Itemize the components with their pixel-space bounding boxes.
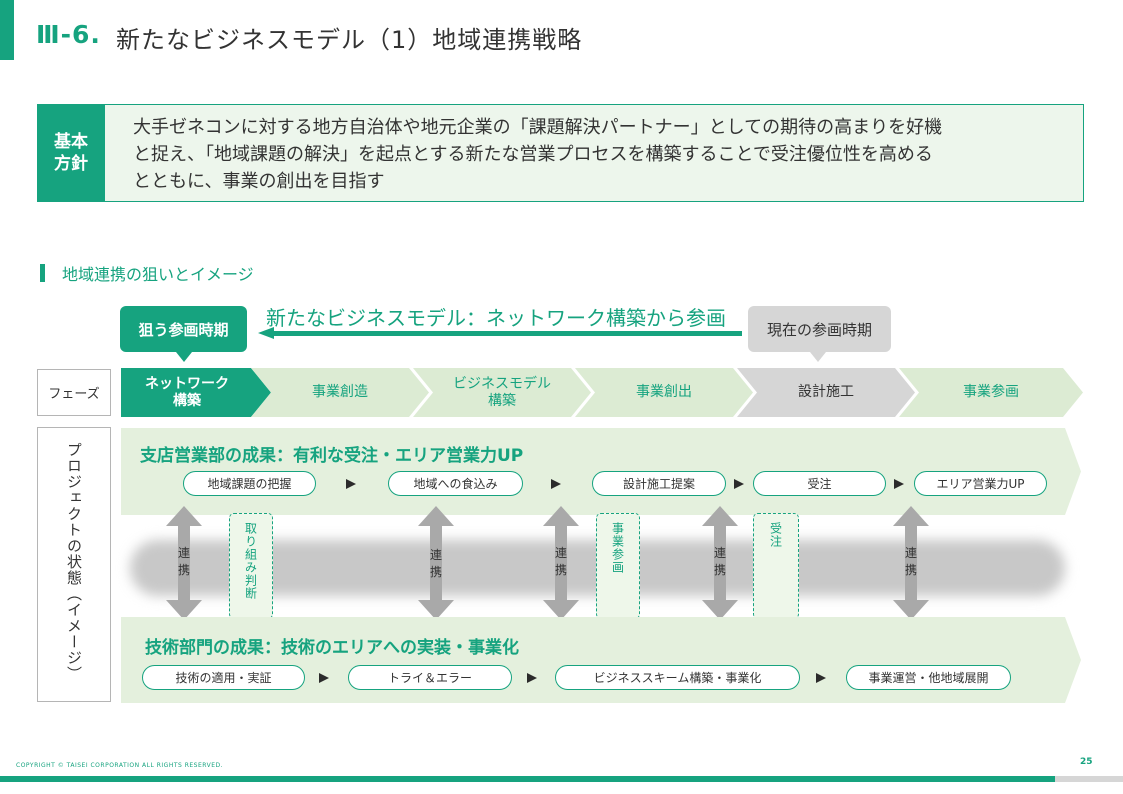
link-label-1: 連携 — [177, 546, 190, 577]
tech-dept-band — [121, 617, 1081, 703]
milestone-decision: 取り組み判断 — [229, 513, 273, 619]
branch-step-arrow-1 — [346, 479, 356, 489]
tech-dept-title: 技術部門の成果：技術のエリアへの実装・事業化 — [145, 638, 519, 658]
phase-5-line1: 設計施工 — [798, 384, 854, 400]
policy-text-line3: とともに、事業の創出を目指す — [133, 171, 385, 192]
footer-bar-gray — [1055, 776, 1123, 782]
link-arrow-5 — [893, 506, 929, 620]
link-label-4: 連携 — [713, 546, 726, 577]
header-accent-bar — [0, 0, 14, 60]
policy-label: 基本 方針 — [37, 104, 105, 202]
phase-3-line1: ビジネスモデル — [453, 375, 551, 392]
tech-step-arrow-1 — [319, 673, 329, 683]
milestone-order: 受注 — [753, 513, 799, 619]
branch-step-2: 地域への食込み — [388, 471, 523, 496]
phase-chevron-6: 事業参画 — [899, 368, 1083, 417]
phase-1-line1: ネットワーク — [145, 375, 229, 392]
phase-6-line1: 事業参画 — [963, 384, 1019, 400]
tech-step-3: ビジネススキーム構築・事業化 — [555, 665, 800, 690]
link-arrow-3 — [543, 506, 579, 620]
policy-label-line2: 方針 — [54, 154, 88, 174]
page-title: 新たなビジネスモデル（1）地域連携戦略 — [116, 26, 583, 54]
link-arrow-2 — [418, 506, 454, 620]
policy-label-line1: 基本 — [54, 132, 88, 152]
phase-2-line1: 事業創造 — [312, 384, 368, 400]
target-bubble-pointer — [176, 352, 192, 362]
project-state-label: プロジェクトの状態（イメージ） — [65, 442, 83, 682]
link-label-5: 連携 — [904, 546, 917, 577]
branch-step-arrow-3 — [734, 479, 744, 489]
policy-text-line1: 大手ゼネコンに対する地方自治体や地元企業の「課題解決パートナー」としての期待の高… — [133, 117, 943, 138]
current-bubble-pointer — [810, 352, 826, 362]
tech-step-1: 技術の適用・実証 — [142, 665, 305, 690]
policy-text-line2: と捉え、「地域課題の解決」を起点とする新たな営業プロセスを構築することで受注優位… — [133, 144, 933, 165]
phase-4-line1: 事業創出 — [636, 384, 692, 400]
section-number: Ⅲ-6. — [36, 20, 101, 49]
branch-step-5: エリア営業力UP — [914, 471, 1047, 496]
tech-step-arrow-3 — [816, 673, 826, 683]
project-state-label-box — [37, 427, 111, 702]
branch-step-arrow-4 — [894, 479, 904, 489]
phase-chevron-3: ビジネスモデル構築 — [413, 368, 591, 417]
branch-step-3: 設計施工提案 — [592, 471, 726, 496]
policy-text: 大手ゼネコンに対する地方自治体や地元企業の「課題解決パートナー」としての期待の高… — [133, 114, 1073, 195]
link-label-3: 連携 — [554, 546, 567, 577]
target-timing-bubble: 狙う参画時期 — [120, 306, 247, 352]
branch-step-4: 受注 — [753, 471, 886, 496]
tech-step-4: 事業運営・他地域展開 — [846, 665, 1011, 690]
milestone-business-entry: 事業参画 — [596, 513, 640, 619]
copyright-text: COPYRIGHT © TAISEI CORPORATION ALL RIGHT… — [16, 762, 224, 769]
phase-label: フェーズ — [37, 369, 111, 416]
link-arrow-4 — [702, 506, 738, 620]
page-number: 25 — [1080, 757, 1093, 767]
subsection-title: 地域連携の狙いとイメージ — [62, 265, 254, 284]
phase-chevron-4: 事業創出 — [575, 368, 753, 417]
link-arrow-1 — [166, 506, 202, 620]
footer-bar-green — [0, 776, 1055, 782]
policy-box — [37, 104, 1084, 202]
branch-step-arrow-2 — [551, 479, 561, 489]
phase-3-line2: 構築 — [488, 392, 516, 409]
phase-chevron-2: 事業創造 — [251, 368, 429, 417]
branch-sales-title: 支店営業部の成果：有利な受注・エリア営業力UP — [140, 446, 524, 466]
business-model-arrow-title: 新たなビジネスモデル：ネットワーク構築から参画 — [266, 306, 726, 330]
tech-step-arrow-2 — [527, 673, 537, 683]
phase-chevron-5: 設計施工 — [737, 368, 915, 417]
branch-step-1: 地域課題の把握 — [183, 471, 316, 496]
phase-chevron-1: ネットワーク構築 — [121, 368, 271, 417]
tech-step-2: トライ＆エラー — [348, 665, 512, 690]
timeline-arrow-head — [258, 327, 274, 339]
timeline-arrow-line — [272, 331, 742, 336]
current-timing-bubble: 現在の参画時期 — [748, 306, 891, 352]
link-label-2: 連携 — [429, 548, 442, 579]
phase-1-line2: 構築 — [173, 392, 201, 409]
subsection-marker — [40, 264, 45, 282]
